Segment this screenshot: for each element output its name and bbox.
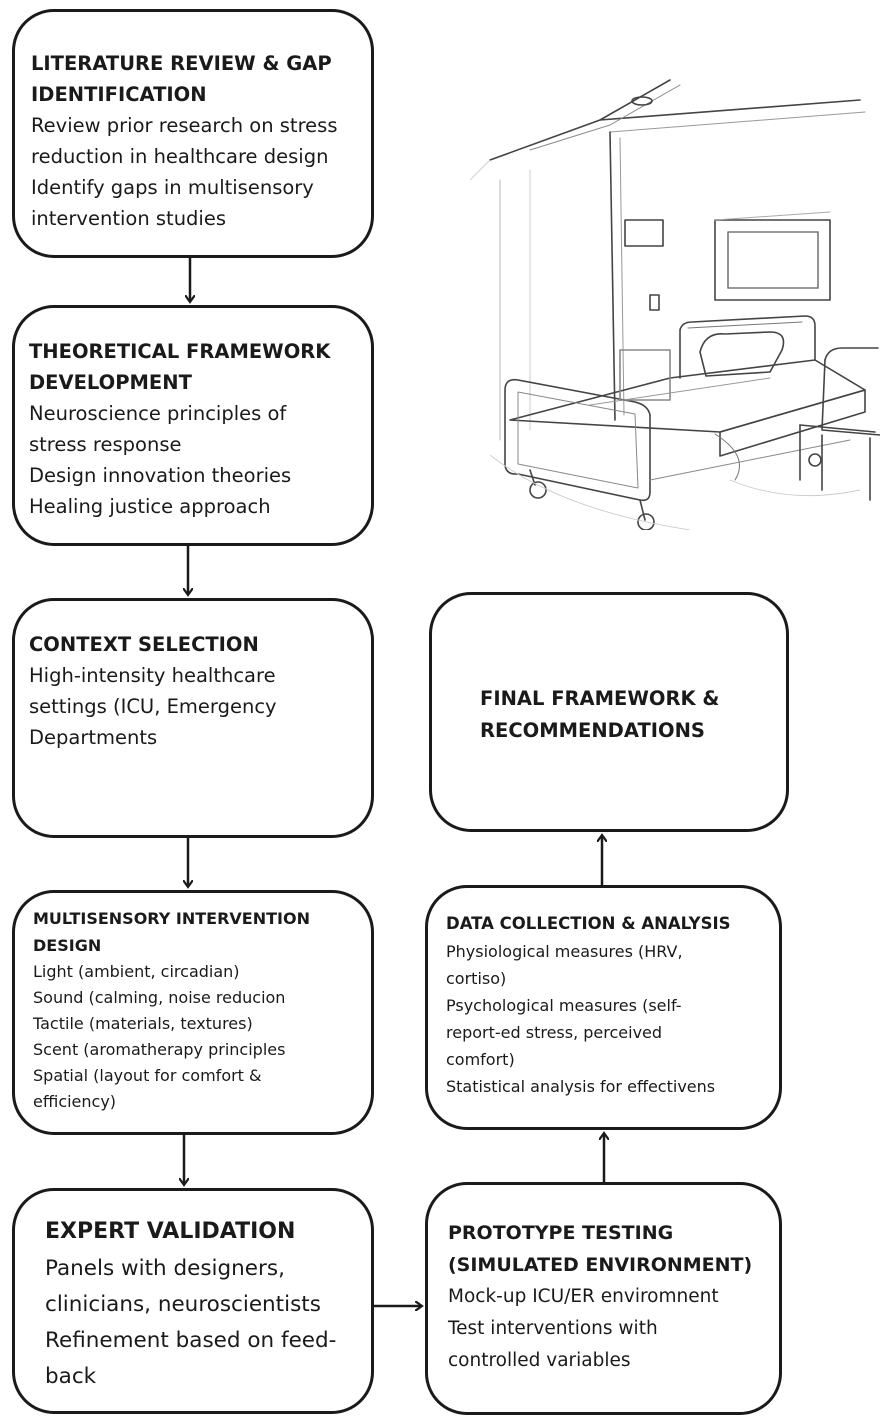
context-selection-box: CONTEXT SELECTION High-intensity healthc…: [12, 598, 374, 838]
box-text: Psychological measures (self-: [446, 996, 682, 1015]
box-text: controlled variables: [448, 1350, 631, 1371]
box-text: intervention studies: [31, 207, 226, 230]
box-text: cortiso): [446, 969, 507, 988]
box-text: Test interventions with: [448, 1318, 658, 1339]
box-text: Scent (aromatherapy principles: [33, 1040, 286, 1059]
box-text: back: [45, 1364, 97, 1389]
box-text: efficiency): [33, 1092, 117, 1111]
box-title: RECOMMENDATIONS: [480, 719, 705, 742]
box-text: Mock-up ICU/ER enviromnent: [448, 1286, 719, 1307]
box-text: Statistical analysis for effectivens: [446, 1077, 716, 1096]
box-text: Identify gaps in multisensory: [31, 176, 314, 199]
box-text: Refinement based on feed-: [45, 1328, 337, 1353]
box-text: stress response: [29, 433, 182, 456]
box-text: reduction in healthcare design: [31, 145, 329, 168]
box-title: DEVELOPMENT: [29, 371, 192, 394]
box-title: DESIGN: [33, 936, 102, 955]
box-text: clinicians, neuroscientists: [45, 1292, 321, 1317]
box-title: IDENTIFICATION: [31, 83, 207, 106]
box-text: Physiological measures (HRV,: [446, 942, 683, 961]
box-title: THEORETICAL FRAMEWORK: [29, 340, 331, 363]
box-text: Tactile (materials, textures): [33, 1014, 253, 1033]
box-title: CONTEXT SELECTION: [29, 633, 259, 656]
box-text: report-ed stress, perceived: [446, 1023, 663, 1042]
box-title: PROTOTYPE TESTING: [448, 1222, 674, 1244]
prototype-testing-box: PROTOTYPE TESTING (SIMULATED ENVIRONMENT…: [425, 1182, 782, 1415]
box-text: Spatial (layout for comfort &: [33, 1066, 262, 1085]
box-text: Review prior research on stress: [31, 114, 338, 137]
literature-review-box: LITERATURE REVIEW & GAP IDENTIFICATION R…: [12, 9, 374, 258]
box-title: EXPERT VALIDATION: [45, 1219, 296, 1244]
box-text: Light (ambient, circadian): [33, 962, 240, 981]
multisensory-design-box: MULTISENSORY INTERVENTION DESIGN Light (…: [12, 890, 374, 1135]
box-title: (SIMULATED ENVIRONMENT): [448, 1254, 753, 1276]
box-title: FINAL FRAMEWORK &: [480, 687, 720, 710]
theoretical-framework-box: THEORETICAL FRAMEWORK DEVELOPMENT Neuros…: [12, 305, 374, 546]
expert-validation-box: EXPERT VALIDATION Panels with designers,…: [12, 1188, 374, 1414]
box-title: MULTISENSORY INTERVENTION: [33, 909, 310, 928]
box-text: Departments: [29, 726, 158, 749]
box-title: LITERATURE REVIEW & GAP: [31, 52, 332, 75]
box-text: High-intensity healthcare: [29, 664, 276, 687]
box-text: Healing justice approach: [29, 495, 271, 518]
box-text: Design innovation theories: [29, 464, 292, 487]
data-collection-box: DATA COLLECTION & ANALYSIS Physiological…: [425, 885, 782, 1130]
box-title: DATA COLLECTION & ANALYSIS: [446, 914, 731, 933]
box-text: settings (ICU, Emergency: [29, 695, 277, 718]
box-text: Panels with designers,: [45, 1256, 285, 1281]
final-framework-box: FINAL FRAMEWORK & RECOMMENDATIONS: [429, 592, 789, 832]
box-text: Neuroscience principles of: [29, 402, 287, 425]
box-text: comfort): [446, 1050, 515, 1069]
box-text: Sound (calming, noise reducion: [33, 988, 286, 1007]
hospital-room-sketch-icon: [470, 79, 880, 530]
